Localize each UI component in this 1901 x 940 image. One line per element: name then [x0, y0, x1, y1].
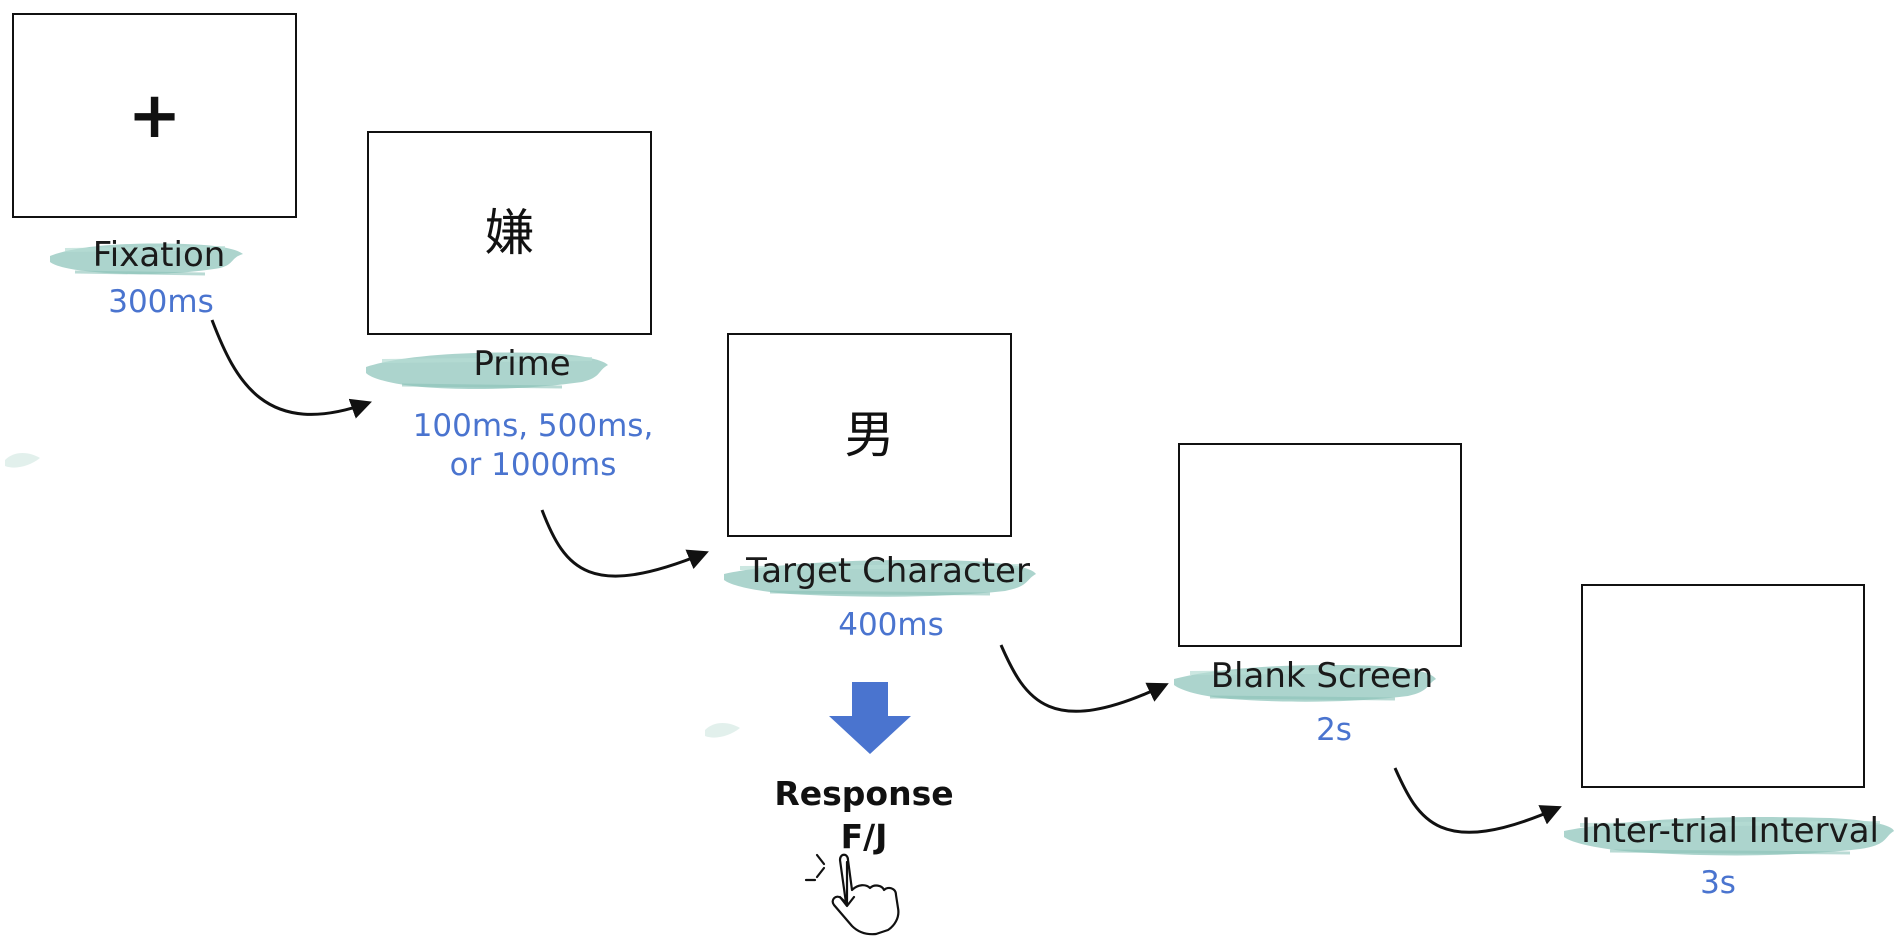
response-keys: F/J	[840, 817, 888, 856]
decorative-smudge	[705, 723, 740, 738]
step-duration-fixation: 300ms	[108, 284, 214, 320]
target-frame: 男	[727, 333, 1012, 537]
step-label-fixation: Fixation	[92, 235, 226, 275]
blank-screen-frame	[1178, 443, 1462, 647]
curved-arrow-icon	[210, 319, 372, 419]
step-duration-prime: 100ms, 500ms,	[412, 408, 654, 444]
step-label-prime: Prime	[473, 344, 571, 384]
target-character: 男	[844, 406, 895, 464]
curved-arrow-icon	[1393, 767, 1562, 834]
response-label: Response F/J	[774, 772, 953, 858]
decorative-smudge	[5, 453, 40, 468]
fixation-cross: +	[127, 78, 182, 153]
brush-highlight-iti	[1564, 817, 1894, 856]
curved-arrow-icon	[999, 644, 1169, 713]
hand-tap-icon	[804, 853, 900, 936]
brush-highlight-prime	[366, 352, 608, 390]
step-label-target: Target Character	[746, 551, 1030, 591]
response-title: Response	[774, 774, 954, 813]
step-duration-target: 400ms	[838, 607, 944, 643]
step-duration-iti: 3s	[1700, 865, 1736, 901]
prime-character: 嫌	[484, 204, 535, 262]
step-label-iti: Inter-trial Interval	[1581, 811, 1879, 851]
brush-highlight-target	[724, 560, 1036, 597]
step-duration-prime-line2: or 1000ms	[449, 447, 617, 483]
down-arrow-icon	[829, 682, 911, 754]
step-label-blank: Blank Screen	[1210, 656, 1434, 696]
prime-frame: 嫌	[367, 131, 652, 335]
inter-trial-frame	[1581, 584, 1865, 788]
step-duration-blank: 2s	[1316, 712, 1352, 748]
curved-arrow-icon	[540, 509, 709, 578]
fixation-frame: +	[12, 13, 297, 218]
brush-highlight-fixation	[50, 243, 243, 276]
brush-highlight-blank	[1174, 665, 1436, 702]
